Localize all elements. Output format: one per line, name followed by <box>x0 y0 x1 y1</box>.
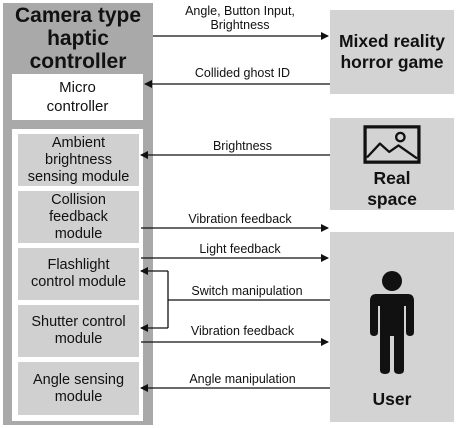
label-vibration-1: Vibration feedback <box>188 212 292 226</box>
label-switch: Switch manipulation <box>191 284 303 298</box>
controller-title-line2: haptic <box>47 26 109 50</box>
label-angle-manip: Angle manipulation <box>189 372 296 386</box>
module-line: feedback <box>49 208 108 225</box>
module-line: sensing module <box>27 168 130 185</box>
label-ghost-id: Collided ghost ID <box>194 66 291 80</box>
module-line: module <box>54 388 103 405</box>
microcontroller-line2: controller <box>46 98 109 115</box>
user-box: User <box>330 232 454 422</box>
module-line: Ambient <box>51 134 106 151</box>
label-vibration-2: Vibration feedback <box>190 324 295 338</box>
image-icon <box>363 125 421 164</box>
game-line1: Mixed reality <box>338 31 446 51</box>
label-angle-input-line1: Angle, Button Input, <box>185 4 295 18</box>
module-line: Flashlight <box>47 257 110 273</box>
module-line: control module <box>30 274 127 290</box>
mixed-reality-game-box: Mixed reality horror game <box>330 10 454 94</box>
real-line2: space <box>367 189 417 209</box>
controller-title: Camera type haptic controller <box>3 3 153 73</box>
module-line: brightness <box>45 151 112 168</box>
collision-feedback-module: Collision feedback module <box>18 191 139 243</box>
module-line: Collision <box>51 191 106 208</box>
person-icon <box>370 271 414 374</box>
controller-title-line3: controller <box>29 49 127 73</box>
real-line1: Real <box>373 168 411 188</box>
real-space-box: Real space <box>330 118 454 210</box>
label-angle-input-line2: Brightness <box>210 18 270 32</box>
label-light: Light feedback <box>199 242 281 256</box>
module-line: Shutter control <box>31 314 126 330</box>
label-angle-input: Angle, Button Input, Brightness <box>160 4 320 32</box>
game-line2: horror game <box>340 52 444 72</box>
microcontroller-line1: Micro <box>59 79 96 96</box>
flashlight-control-module: Flashlight control module <box>18 248 139 300</box>
shutter-control-module: Shutter control module <box>18 305 139 357</box>
label-brightness: Brightness <box>212 139 273 153</box>
module-line: module <box>54 331 103 347</box>
user-label: User <box>372 389 412 409</box>
microcontroller-box: Micro controller <box>12 74 143 120</box>
module-line: Angle sensing <box>32 371 125 388</box>
angle-sensing-module: Angle sensing module <box>18 362 139 415</box>
controller-title-line1: Camera type <box>14 3 142 27</box>
module-line: module <box>54 225 103 242</box>
ambient-brightness-module: Ambient brightness sensing module <box>18 134 139 186</box>
